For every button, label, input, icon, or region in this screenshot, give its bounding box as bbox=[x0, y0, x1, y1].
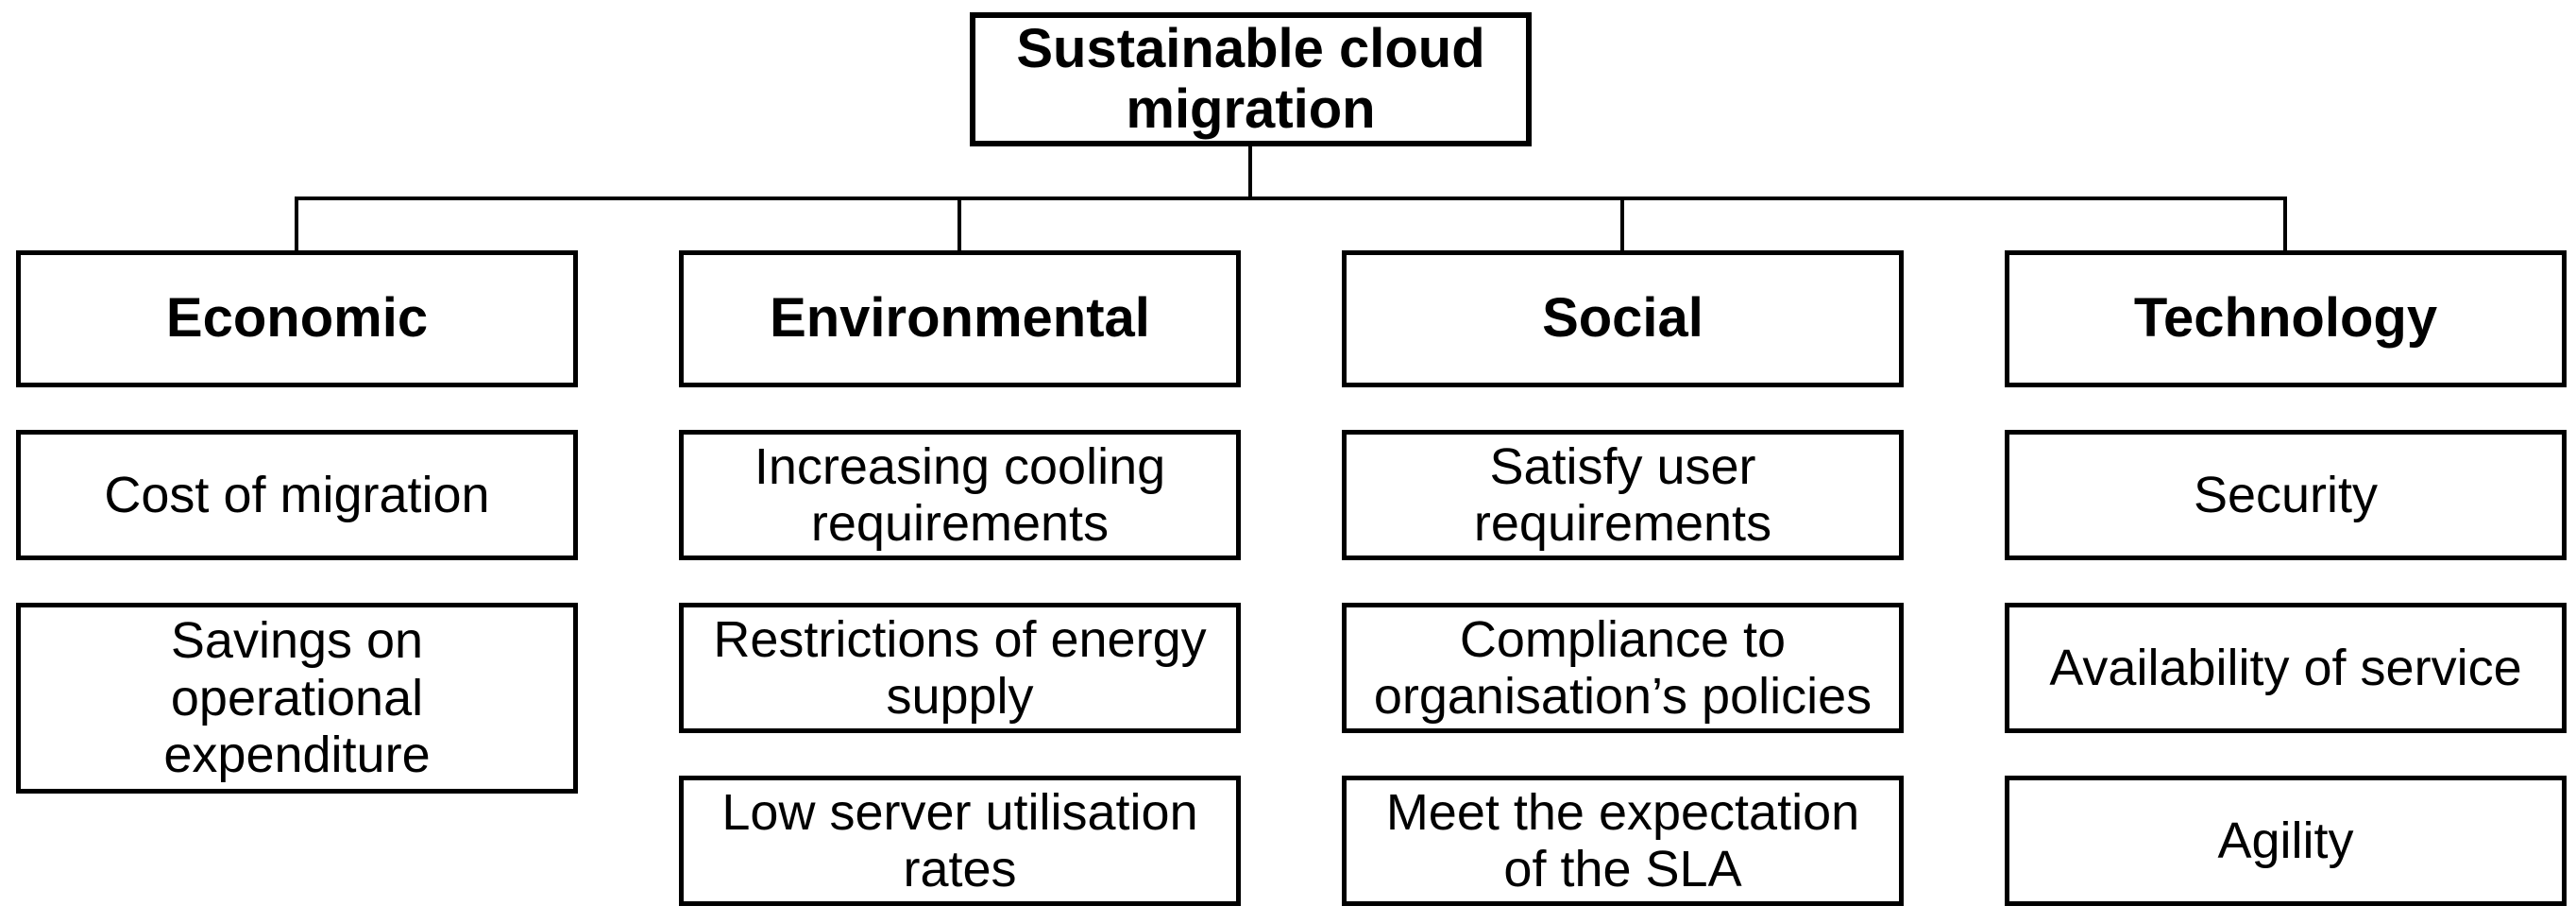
connector-root-stem bbox=[1248, 145, 1252, 200]
connector-drop-social bbox=[1620, 197, 1624, 253]
item-node-savings-on-operational-expenditure: Savings on operational expenditure bbox=[16, 603, 578, 794]
item-node-compliance-to-organisations-policies: Compliance to organisation’s policies bbox=[1342, 603, 1904, 733]
item-node-availability-of-service: Availability of service bbox=[2005, 603, 2567, 733]
category-node-technology: Technology bbox=[2005, 250, 2567, 387]
connector-drop-economic bbox=[295, 197, 298, 253]
category-node-economic: Economic bbox=[16, 250, 578, 387]
item-node-cost-of-migration: Cost of migration bbox=[16, 430, 578, 560]
connector-drop-environmental bbox=[958, 197, 961, 253]
item-node-agility: Agility bbox=[2005, 776, 2567, 906]
connector-drop-technology bbox=[2283, 197, 2287, 253]
item-node-increasing-cooling-requirements: Increasing cooling requirements bbox=[679, 430, 1241, 560]
category-node-social: Social bbox=[1342, 250, 1904, 387]
item-node-security: Security bbox=[2005, 430, 2567, 560]
item-node-satisfy-user-requirements: Satisfy user requirements bbox=[1342, 430, 1904, 560]
root-node: Sustainable cloud migration bbox=[970, 12, 1532, 146]
category-node-environmental: Environmental bbox=[679, 250, 1241, 387]
connector-rail bbox=[297, 197, 2287, 200]
item-node-low-server-utilisation-rates: Low server utilisation rates bbox=[679, 776, 1241, 906]
item-node-restrictions-of-energy-supply: Restrictions of energy supply bbox=[679, 603, 1241, 733]
item-node-meet-the-expectation-of-the-sla: Meet the expectation of the SLA bbox=[1342, 776, 1904, 906]
